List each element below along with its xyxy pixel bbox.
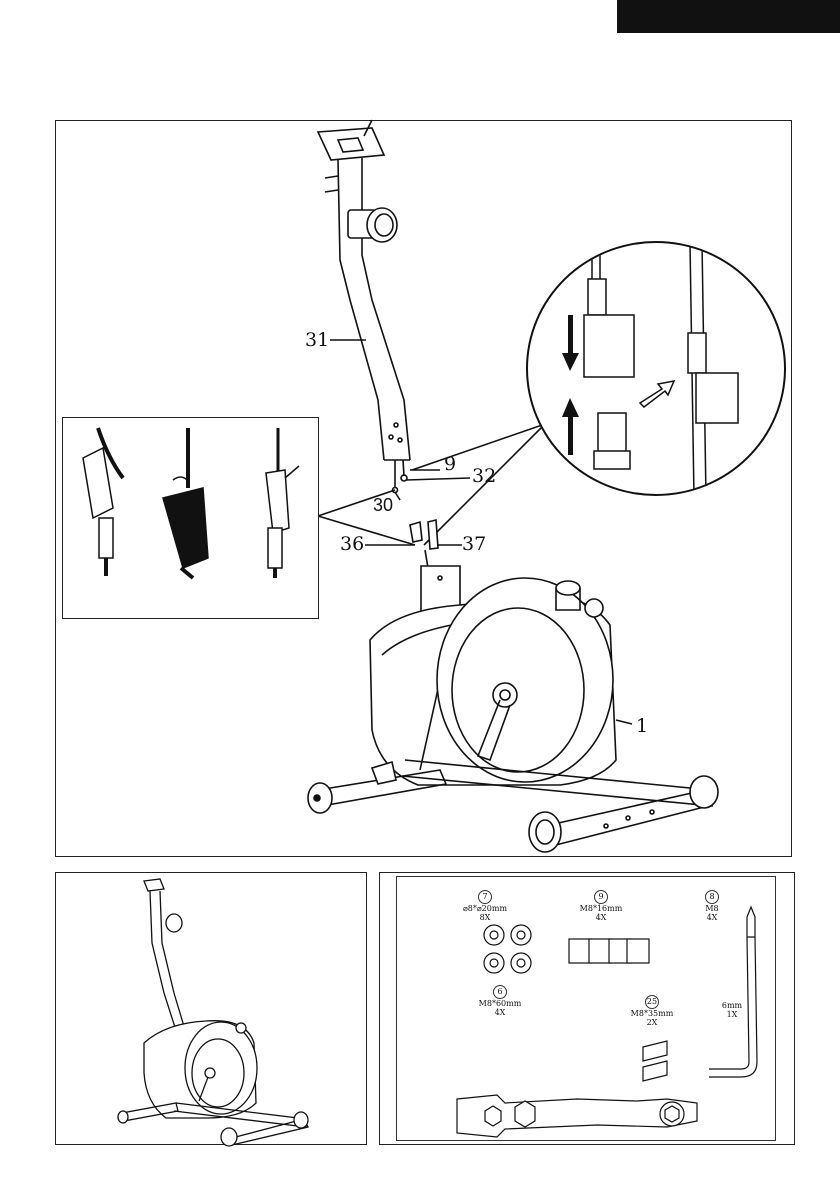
- cable-clip-inset: [62, 417, 319, 619]
- hardware-item-25: 25 M8*35mm 2X: [617, 995, 687, 1027]
- hardware-item-25-number: 25: [645, 995, 659, 1009]
- hardware-item-allen-key: 6mm 1X: [697, 1001, 767, 1019]
- cable-clip-steps-drawing: [63, 418, 320, 620]
- callout-part-9: 9: [444, 455, 456, 474]
- hardware-item-7-spec: ⌀8*⌀20mm: [463, 904, 507, 913]
- hardware-item-7-qty: 8X: [480, 913, 491, 922]
- connector-detail-drawing: [528, 243, 786, 496]
- callout-part-1: 1: [636, 717, 648, 736]
- connector-detail-circle: [526, 241, 786, 496]
- hardware-item-9-number: 9: [594, 890, 608, 904]
- hardware-item-6-qty: 4X: [495, 1008, 506, 1017]
- hardware-item-8-qty: 4X: [707, 913, 718, 922]
- callout-part-36: 36: [340, 535, 364, 554]
- hardware-item-7: 7 ⌀8*⌀20mm 8X: [450, 890, 520, 922]
- hardware-item-allen-key-spec: 6mm: [722, 1001, 742, 1010]
- assembled-preview-frame: [55, 872, 367, 1145]
- callout-part-32: 32: [472, 467, 496, 486]
- assembled-bike-drawing: [56, 873, 368, 1146]
- callout-part-30: 30: [373, 496, 393, 514]
- hardware-item-8: 8 M8 4X: [677, 890, 747, 922]
- hardware-item-8-number: 8: [705, 890, 719, 904]
- hardware-item-9-spec: M8*16mm: [580, 904, 623, 913]
- hardware-item-allen-key-qty: 1X: [727, 1010, 738, 1019]
- hardware-item-7-number: 7: [478, 890, 492, 904]
- hardware-pack-frame: 7 ⌀8*⌀20mm 8X 9 M8*16mm 4X 8 M8 4X 6 M8*…: [379, 872, 795, 1145]
- hardware-item-25-qty: 2X: [647, 1018, 658, 1027]
- hardware-item-6-spec: M8*60mm: [479, 999, 522, 1008]
- hardware-pack-inner: 7 ⌀8*⌀20mm 8X 9 M8*16mm 4X 8 M8 4X 6 M8*…: [396, 876, 776, 1141]
- hardware-item-6-number: 6: [493, 985, 507, 999]
- hardware-item-8-spec: M8: [705, 904, 718, 913]
- hardware-item-9-qty: 4X: [596, 913, 607, 922]
- hardware-item-9: 9 M8*16mm 4X: [566, 890, 636, 922]
- callout-part-31: 31: [305, 331, 329, 350]
- hardware-item-25-spec: M8*35mm: [631, 1009, 674, 1018]
- callout-part-37: 37: [462, 535, 486, 554]
- hardware-item-6: 6 M8*60mm 4X: [465, 985, 535, 1017]
